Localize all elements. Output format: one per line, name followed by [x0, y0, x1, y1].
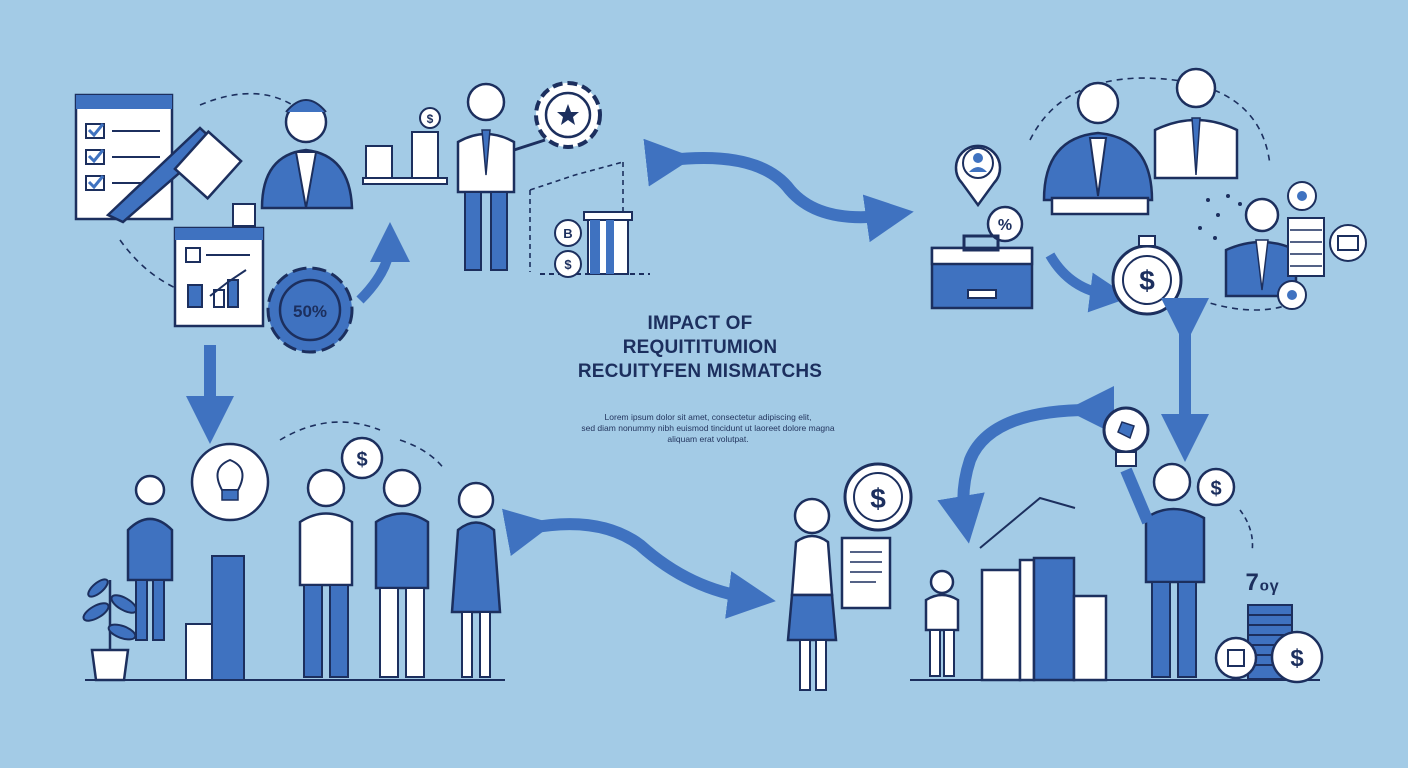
svg-text:$: $	[1290, 645, 1304, 672]
chart-monitor-icon	[1329, 224, 1367, 262]
title-line-1: IMPACT OF	[647, 313, 753, 334]
double-arrow-bottom	[502, 508, 776, 619]
svg-text:$: $	[1139, 265, 1155, 296]
woman-presenter-icon	[786, 497, 838, 691]
description-line-1: Lorem ipsum dolor sit amet, consectetur …	[604, 412, 812, 422]
badge-dollar: $	[564, 257, 572, 272]
title-line-2: REQUITITUMION	[622, 337, 778, 358]
briefcase-icon	[930, 234, 1034, 310]
employee-person-3	[374, 468, 430, 678]
employee-person-4	[450, 481, 502, 678]
svg-text:%: %	[998, 217, 1012, 234]
location-pin-icon	[954, 144, 1002, 208]
celebrating-person-icon	[1120, 462, 1206, 678]
gear-icon: 50%	[266, 266, 354, 354]
dollar-badge-small-icon: $	[1196, 467, 1236, 507]
gear-stat-label: 50%	[293, 302, 327, 321]
coin-stacks-icon: $	[362, 107, 448, 185]
small-bar-chart-icon	[583, 211, 633, 275]
award-medal-icon	[1102, 406, 1150, 467]
double-arrow-top	[643, 138, 914, 243]
coin-stack-icon: $	[1214, 604, 1324, 684]
description-line-2: sed diam nonummy nibh euismod tincidunt …	[581, 423, 835, 433]
target-icon	[1287, 181, 1317, 211]
settings-gear-icon	[534, 81, 602, 149]
curved-arrow-right	[937, 385, 1115, 544]
idea-bulb-icon	[190, 442, 270, 522]
dollar-speech-bubble-icon: $	[340, 436, 384, 480]
potted-plant-icon	[82, 578, 138, 682]
badge-icons: B $	[554, 219, 582, 278]
coin-small-icon	[1277, 280, 1307, 310]
employee-person-2	[298, 468, 354, 678]
child-person-icon	[924, 569, 960, 677]
contract-document-icon	[840, 536, 892, 610]
two-managers-icon	[1042, 67, 1239, 216]
letter-badge: B	[563, 226, 572, 241]
title-line-3: RECUITYFEN MISMATCHS	[577, 361, 823, 382]
pen-icon	[105, 126, 243, 224]
stopwatch-dollar-icon: $	[1111, 235, 1183, 316]
description-line-3: aliquam erat volutpat.	[667, 434, 749, 444]
coin-dollar-label: $	[427, 112, 434, 126]
infographic-description: Lorem ipsum dolor sit amet, consectetur …	[548, 412, 868, 445]
bar-chart-icon	[185, 555, 245, 681]
report-chart-card-icon	[173, 203, 265, 328]
svg-text:$: $	[870, 483, 886, 514]
svg-text:$: $	[356, 449, 367, 471]
dollar-coin-large-icon: $	[843, 462, 913, 532]
coin-stack-label: 7₀ᵧ	[1246, 569, 1279, 596]
infographic-title: IMPACT OF REQUITITUMION RECUITYFEN MISMA…	[520, 312, 880, 384]
presenter-person-icon	[456, 82, 546, 271]
growth-bar-chart-icon	[980, 556, 1108, 682]
sparkle-dots	[1198, 194, 1242, 240]
manager-person-icon	[260, 99, 354, 210]
employee-person-1	[126, 474, 174, 642]
percent-badge-icon: %	[986, 205, 1024, 243]
analyst-person-icon	[1224, 197, 1325, 298]
svg-text:$: $	[1210, 478, 1221, 500]
